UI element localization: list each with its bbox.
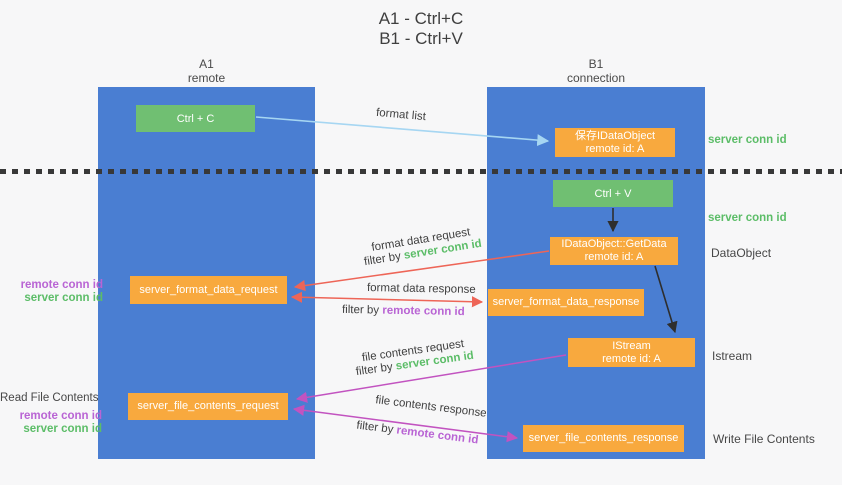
server-format-data-response-label: server_format_data_response (492, 296, 640, 308)
server-format-data-request-label: server_format_data_request (139, 283, 278, 296)
filter-key-remote-conn-id-4: remote conn id (395, 424, 480, 447)
format-list-arrow-label: format list (375, 106, 427, 124)
column-header-b1: B1 connection (487, 57, 705, 85)
format-data-response-arrow-label: format data response (366, 282, 476, 296)
write-file-contents-annotation: Write File Contents (713, 432, 815, 446)
dataobject-annotation: DataObject (711, 246, 772, 260)
title-line-2: B1 - Ctrl+V (379, 29, 463, 48)
column-header-a1: A1 remote (98, 57, 315, 85)
getdata-line1: IDataObject::GetData (561, 238, 667, 250)
istream-box: IStream remote id: A (568, 338, 695, 367)
getdata-box: IDataObject::GetData remote id: A (550, 237, 678, 265)
column-b1-name: B1 (588, 57, 604, 71)
server-conn-id-annotation-1: server conn id (24, 292, 103, 304)
phase-divider-dotted-line (0, 169, 842, 174)
title-line-1: A1 - Ctrl+C (378, 9, 464, 28)
save-dataobject-line1: 保存IDataObject (574, 129, 656, 142)
file-contents-response-arrow-label: file contents response (374, 394, 488, 420)
getdata-line2: remote id: A (584, 251, 644, 263)
filter-by-text-4: filter by (355, 419, 395, 436)
remote-conn-id-annotation-2: remote conn id (19, 410, 102, 422)
server-format-data-request-box: server_format_data_request (130, 276, 287, 304)
server-file-contents-response-label: server_file_contents_response (528, 432, 679, 444)
remote-conn-id-annotation-1: remote conn id (20, 279, 103, 291)
file-contents-request-arrow-label: file contents request filter by server c… (347, 336, 481, 380)
server-file-contents-response-box: server_file_contents_response (523, 425, 684, 452)
ctrl-v-box: Ctrl + V (553, 180, 673, 207)
file-contents-response-filter: filter by remote conn id (356, 420, 479, 448)
istream-annotation: Istream (712, 349, 753, 363)
server-file-contents-request-box: server_file_contents_request (128, 393, 288, 420)
server-conn-id-annotation-top: server conn id (708, 134, 787, 146)
save-dataobject-box: 保存IDataObject remote id: A (555, 128, 675, 157)
ctrl-c-box: Ctrl + C (136, 105, 255, 132)
ctrl-v-label: Ctrl + V (594, 187, 632, 200)
column-a1-subtitle: remote (187, 71, 226, 85)
filter-by-text-2: filter by (341, 303, 380, 317)
server-conn-id-annotation-mid: server conn id (708, 212, 787, 224)
arrow-format-data-response (290, 291, 484, 308)
format-data-request-arrow-label: format data request filter by server con… (352, 223, 492, 270)
ctrl-c-label: Ctrl + C (176, 112, 215, 125)
server-file-contents-request-label: server_file_contents_request (137, 400, 279, 412)
save-dataobject-line2: remote id: A (585, 142, 645, 155)
filter-key-remote-conn-id-2: remote conn id (382, 304, 465, 319)
left-conn-id-group-1: remote conn id server conn id (0, 279, 103, 305)
column-a1-name: A1 (199, 57, 214, 71)
server-format-data-response-box: server_format_data_response (488, 289, 644, 316)
server-conn-id-annotation-2: server conn id (23, 423, 102, 435)
read-file-contents-annotation: Read File Contents (0, 392, 99, 404)
format-data-response-filter: filter by remote conn id (342, 304, 465, 319)
istream-line2: remote id: A (602, 352, 661, 365)
column-b1-subtitle: connection (566, 71, 626, 85)
diagram-title: A1 - Ctrl+C B1 - Ctrl+V (0, 9, 842, 49)
istream-line1: IStream (612, 339, 651, 352)
left-conn-id-group-2: remote conn id server conn id (0, 410, 102, 436)
